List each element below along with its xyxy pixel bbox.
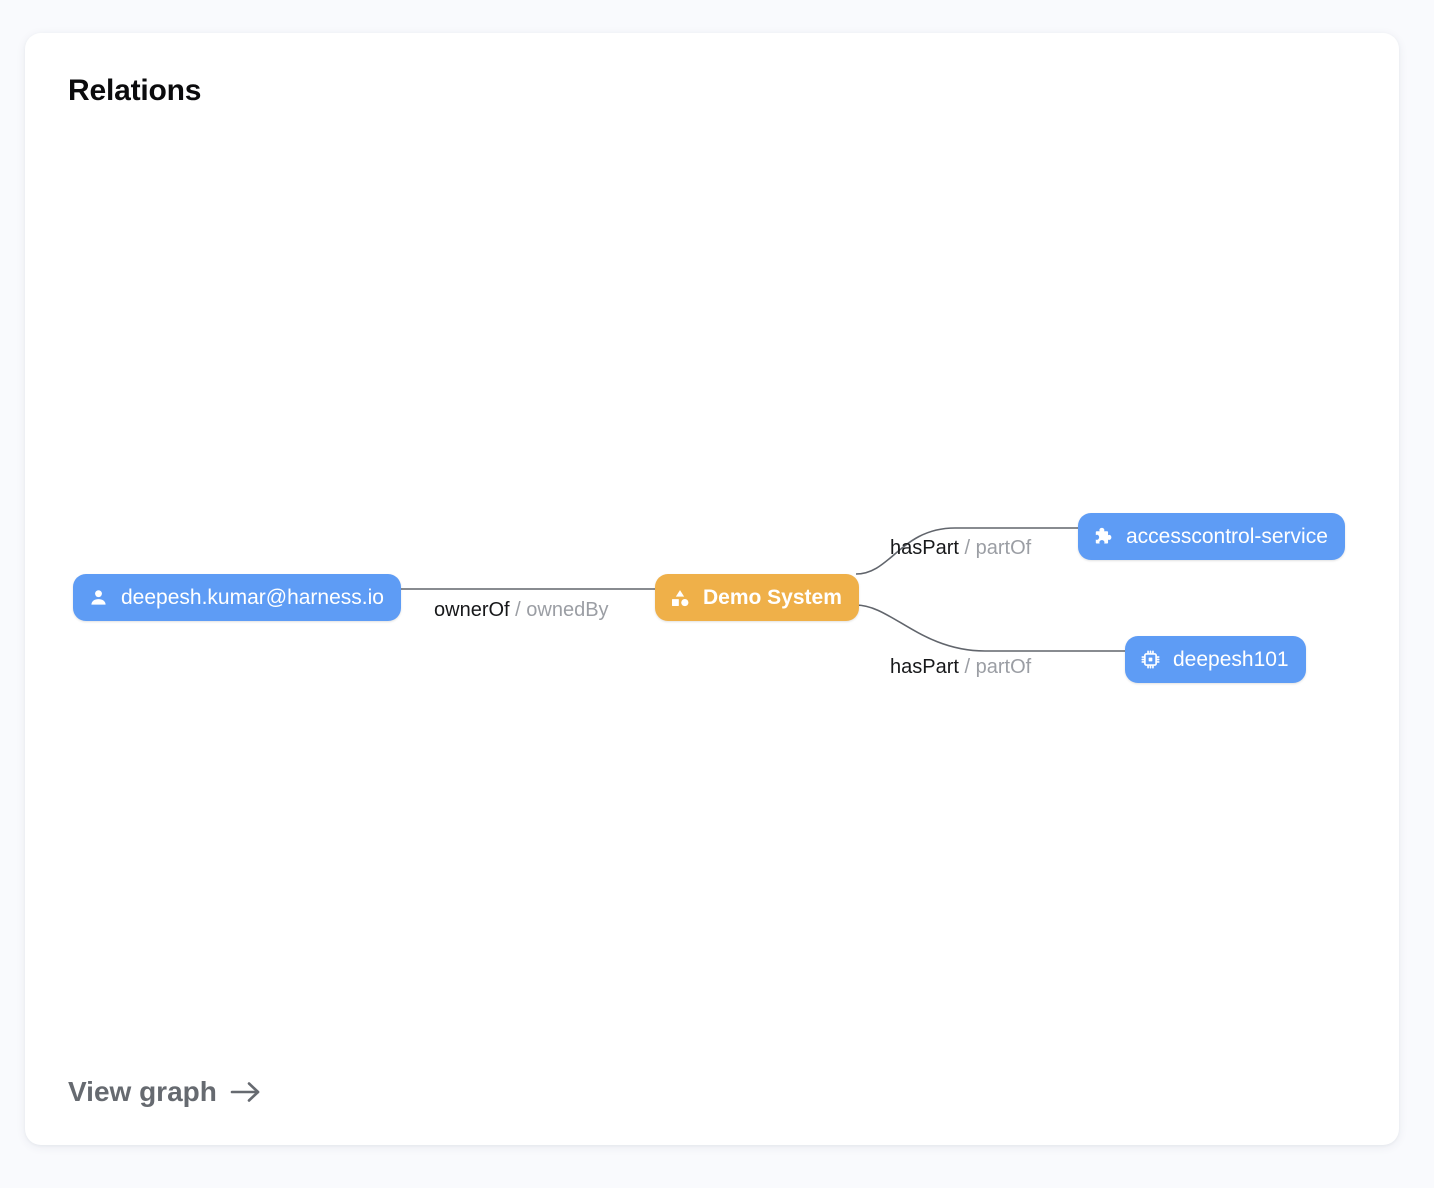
relations-graph-canvas: deepesh.kumar@harness.io Demo System acc… xyxy=(25,33,1399,1145)
graph-node-service[interactable]: accesscontrol-service xyxy=(1078,513,1345,560)
edge-relation-separator: / xyxy=(964,656,971,678)
view-graph-label: View graph xyxy=(68,1076,217,1107)
edge-label-has-part-chip: hasPart / partOf xyxy=(890,657,1031,677)
graph-node-label: accesscontrol-service xyxy=(1126,525,1328,548)
edge-relation-separator: / xyxy=(964,537,971,559)
edge-label-owner-of: ownerOf / ownedBy xyxy=(434,600,609,620)
edge-relation-reverse: ownedBy xyxy=(526,599,609,621)
edge-relation-forward: hasPart xyxy=(890,656,959,678)
person-icon xyxy=(87,587,109,609)
page-title: Relations xyxy=(68,74,202,107)
edge-has-part-chip xyxy=(855,604,1125,652)
relations-card: Relations deepesh.kumar@harness.io xyxy=(25,33,1399,1145)
graph-node-label: Demo System xyxy=(703,586,842,609)
graph-node-label: deepesh.kumar@harness.io xyxy=(121,586,384,609)
graph-node-system[interactable]: Demo System xyxy=(655,574,859,621)
view-graph-link[interactable]: View graph xyxy=(68,1076,262,1108)
category-icon xyxy=(669,587,691,609)
edge-relation-forward: hasPart xyxy=(890,537,959,559)
graph-node-chip[interactable]: deepesh101 xyxy=(1125,636,1306,683)
graph-node-user[interactable]: deepesh.kumar@harness.io xyxy=(73,574,401,621)
edge-label-has-part-service: hasPart / partOf xyxy=(890,538,1031,558)
edge-relation-separator: / xyxy=(515,599,521,621)
puzzle-piece-icon xyxy=(1092,526,1114,548)
edge-relation-reverse: partOf xyxy=(975,656,1032,678)
edge-relation-reverse: partOf xyxy=(975,537,1032,559)
arrow-right-icon xyxy=(230,1079,262,1105)
chip-icon xyxy=(1139,649,1161,671)
edge-relation-forward: ownerOf xyxy=(434,599,510,621)
graph-node-label: deepesh101 xyxy=(1173,648,1289,671)
